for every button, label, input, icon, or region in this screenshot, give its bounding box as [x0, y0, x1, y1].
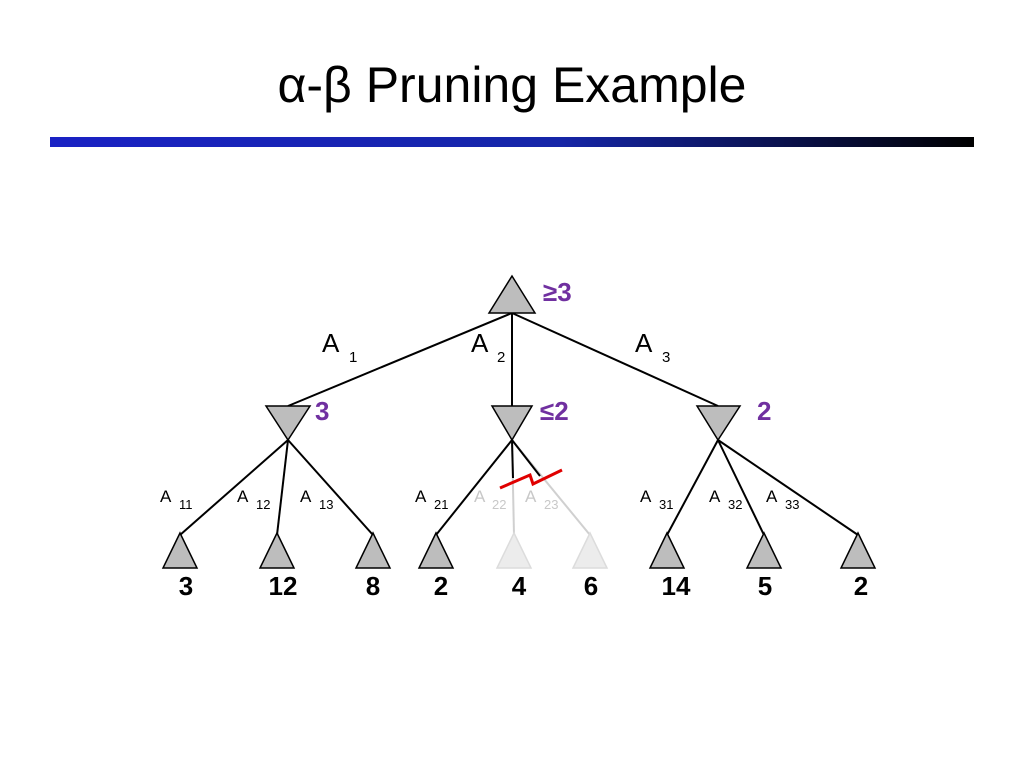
- edge-a22-stub: [511, 439, 514, 479]
- leaf-node-a11: [161, 531, 199, 569]
- edge-a31: [666, 439, 719, 536]
- move-label-a2-sub: 2: [497, 349, 505, 366]
- leaf-node-a33: [839, 531, 877, 569]
- edge-a21: [435, 439, 513, 536]
- leaf-node-a12: [258, 531, 296, 569]
- leaf-node-a21: [417, 531, 455, 569]
- move-label-a3-sub: 3: [662, 349, 670, 366]
- leaf-value-a33: 2: [854, 571, 868, 601]
- move-label-a32: A: [709, 487, 721, 506]
- min-node-a2-value: ≤2: [540, 396, 569, 426]
- leaf-value-a22: 4: [512, 571, 527, 601]
- edge-a33: [717, 439, 859, 536]
- edge-root-a3: [511, 312, 719, 407]
- edge-a13: [287, 439, 374, 536]
- move-label-a12: A: [237, 487, 249, 506]
- prune-cut-mark: [499, 468, 563, 490]
- edge-a23-stub: [511, 439, 541, 477]
- leaf-node-a13: [354, 531, 392, 569]
- edge-a12: [276, 439, 289, 536]
- leaf-value-a21: 2: [434, 571, 448, 601]
- edge-root-a1: [287, 312, 513, 407]
- move-label-a31-sub: 31: [659, 497, 673, 512]
- min-node-a3: [695, 405, 742, 442]
- min-node-a1-value: 3: [315, 396, 329, 426]
- slide-title: α-β Pruning Example: [277, 57, 747, 113]
- move-label-a13: A: [300, 487, 312, 506]
- move-label-a11: A: [160, 487, 172, 506]
- move-label-a2: A: [471, 328, 489, 358]
- move-label-a11-sub: 11: [179, 497, 193, 512]
- edge-a32: [717, 439, 765, 536]
- move-label-a31: A: [640, 487, 652, 506]
- move-label-a21: A: [415, 487, 427, 506]
- min-node-a2: [490, 405, 534, 442]
- move-label-a22-sub: 22: [492, 497, 506, 512]
- leaf-value-a11: 3: [179, 571, 193, 601]
- leaf-node-a31: [648, 531, 686, 569]
- root-value: ≥3: [543, 277, 572, 307]
- move-label-a12-sub: 12: [256, 497, 270, 512]
- leaf-value-a13: 8: [366, 571, 380, 601]
- move-label-a33: A: [766, 487, 778, 506]
- leaf-node-a32: [745, 531, 783, 569]
- root-max-node: [487, 274, 537, 314]
- move-label-a1-sub: 1: [349, 349, 357, 366]
- move-label-a3: A: [635, 328, 653, 358]
- move-label-a33-sub: 33: [785, 497, 799, 512]
- min-node-a1: [264, 405, 312, 442]
- move-label-a13-sub: 13: [319, 497, 333, 512]
- leaf-value-a32: 5: [758, 571, 772, 601]
- leaf-node-a22: [495, 531, 533, 569]
- move-label-a21-sub: 21: [434, 497, 448, 512]
- move-label-a23: A: [525, 487, 537, 506]
- edge-a11: [179, 439, 289, 536]
- leaf-node-a23: [571, 531, 609, 569]
- move-label-a32-sub: 32: [728, 497, 742, 512]
- min-node-a3-value: 2: [757, 396, 771, 426]
- leaf-value-a31: 14: [662, 571, 691, 601]
- title-underline-bar: [50, 137, 974, 147]
- move-label-a23-sub: 23: [544, 497, 558, 512]
- move-label-a1: A: [322, 328, 340, 358]
- move-label-a22: A: [474, 487, 486, 506]
- leaf-value-a23: 6: [584, 571, 598, 601]
- leaf-value-a12: 12: [269, 571, 298, 601]
